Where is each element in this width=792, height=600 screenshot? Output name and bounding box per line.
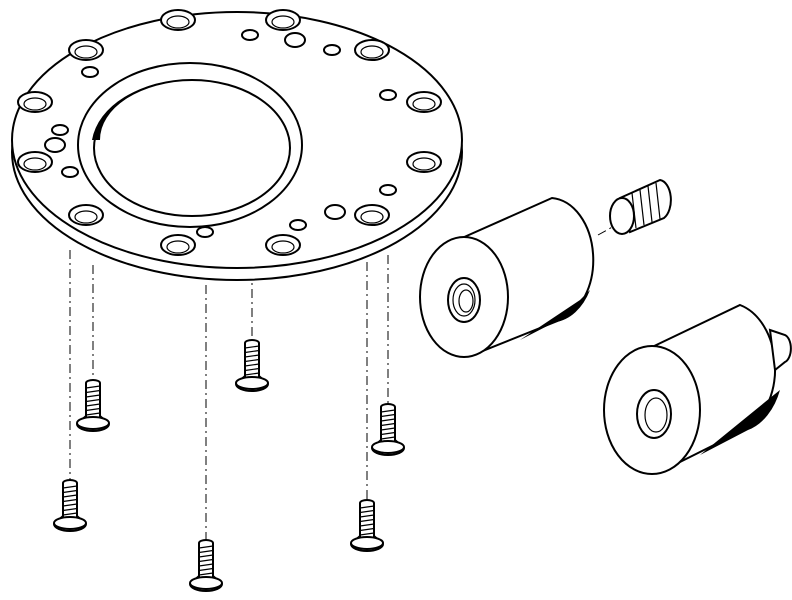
bolt-hole <box>160 234 196 256</box>
adapter-cylinder-threaded <box>419 196 595 358</box>
small-hole <box>196 226 214 238</box>
small-hole <box>379 89 397 101</box>
bolt-hole <box>17 91 53 113</box>
small-hole <box>81 66 99 78</box>
bolt-hole <box>406 91 442 113</box>
small-hole <box>289 219 307 231</box>
bolt-hole <box>406 151 442 173</box>
bolt-hole <box>68 204 104 226</box>
pin-hole <box>284 32 306 48</box>
countersunk-screw <box>234 339 270 392</box>
bolt-hole <box>160 9 196 31</box>
mounting-holes <box>17 9 442 256</box>
small-hole <box>51 124 69 136</box>
pin-hole <box>324 204 346 220</box>
small-hole <box>241 29 259 41</box>
small-hole <box>323 44 341 56</box>
countersunk-screw <box>370 403 406 456</box>
countersunk-screw <box>75 379 111 432</box>
bolt-hole <box>354 204 390 226</box>
screws <box>52 339 406 592</box>
set-screw <box>609 178 672 235</box>
bolt-hole <box>354 39 390 61</box>
small-hole <box>61 166 79 178</box>
bolt-hole <box>265 9 301 31</box>
flange-plate <box>11 9 463 281</box>
bolt-hole <box>68 39 104 61</box>
adapter-cylinder-plain <box>603 303 792 475</box>
countersunk-screw <box>188 539 224 592</box>
bolt-hole <box>265 234 301 256</box>
pin-hole <box>44 137 66 153</box>
countersunk-screw <box>349 499 385 552</box>
small-hole <box>379 184 397 196</box>
bolt-hole <box>17 151 53 173</box>
countersunk-screw <box>52 479 88 532</box>
